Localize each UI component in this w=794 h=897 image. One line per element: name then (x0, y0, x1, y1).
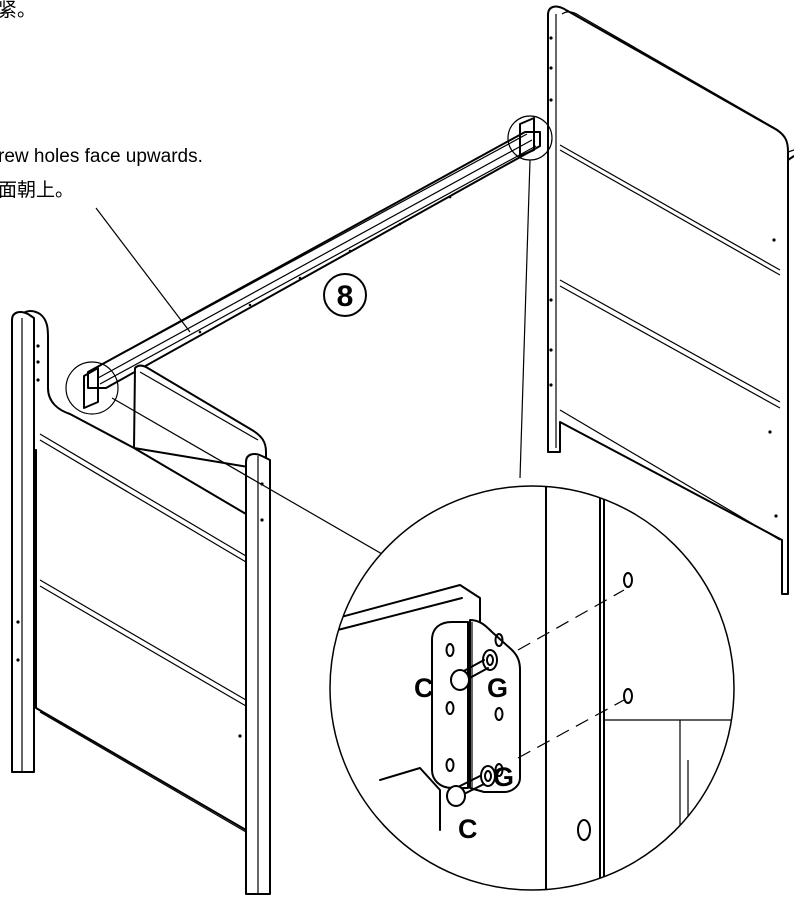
magnified-detail (329, 485, 735, 891)
front-right-post (238, 453, 271, 895)
washer-label-g-top: G (487, 673, 508, 703)
top-note-fragment: 紧。 (0, 0, 36, 21)
detail-leaders (95, 159, 531, 555)
note-english: rew holes face upwards. (0, 146, 203, 167)
right-end-panel (547, 5, 794, 595)
screw-label-c-top: C (414, 673, 434, 703)
washer-label-g-bottom: G (493, 762, 514, 792)
side-rail (65, 115, 553, 415)
front-left-post (11, 311, 40, 773)
front-board (19, 310, 267, 833)
note-chinese: 面朝上。 (0, 179, 74, 201)
screw-label-c-bottom: C (458, 814, 478, 844)
step-number: 8 (337, 280, 354, 313)
step-number-badge: 8 (323, 273, 367, 317)
